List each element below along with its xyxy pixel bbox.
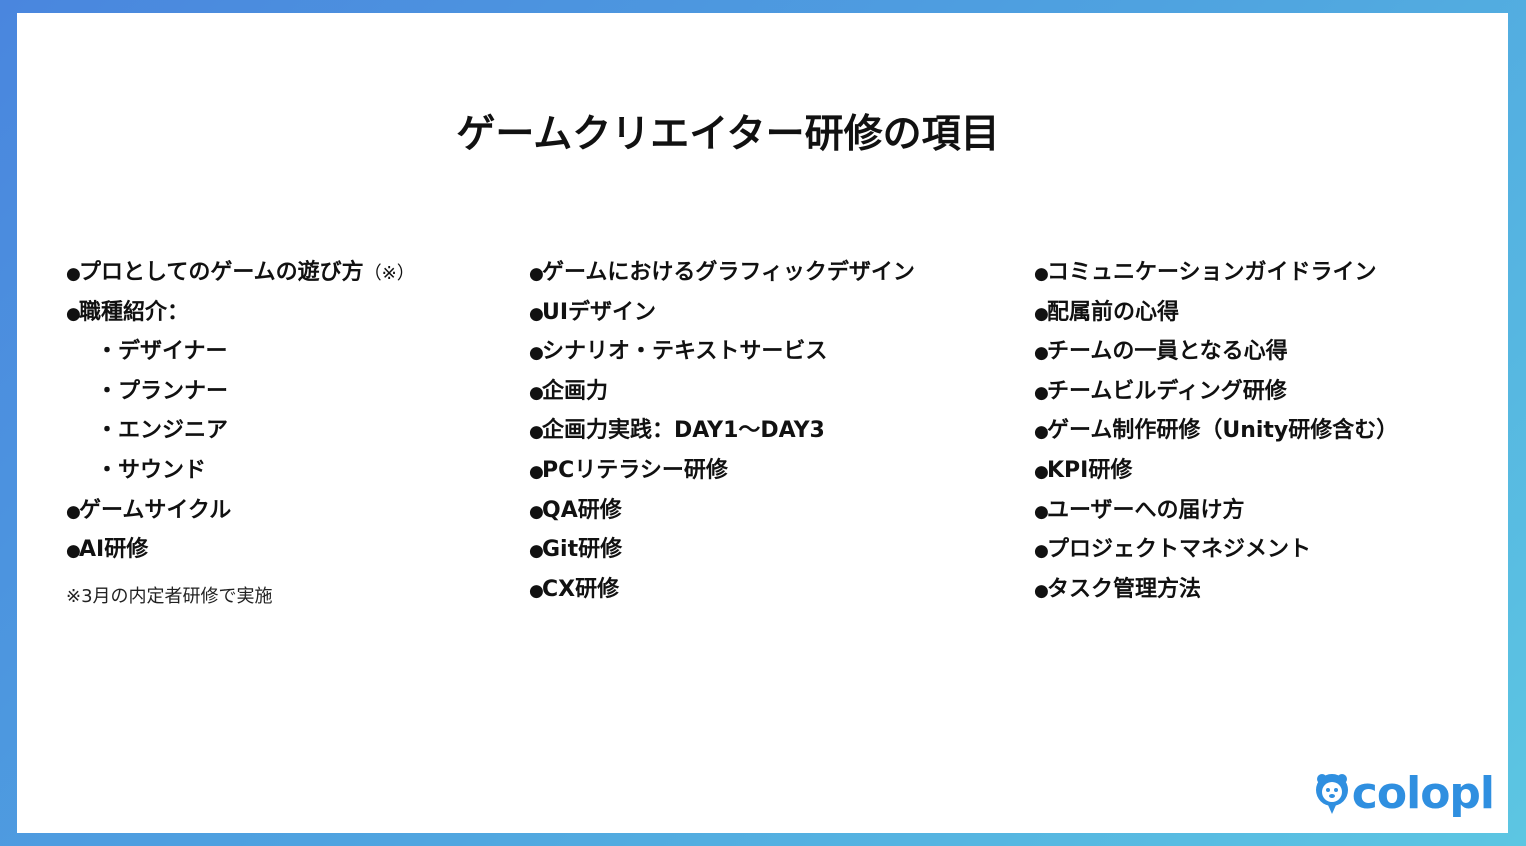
colopl-bear-logo-icon [1315, 774, 1348, 814]
sub-list-item: ・エンジニア [66, 411, 415, 451]
list-item-text: 職種紹介： [79, 299, 190, 325]
list-item-text: 企画力実践：DAY1〜DAY3 [542, 418, 825, 444]
sub-bullet: ・ [96, 378, 119, 404]
list-item: ●ゲーム制作研修（Unity研修含む） [1034, 411, 1398, 451]
note-marker: （※） [363, 263, 415, 284]
list-item: ●プロジェクトマネジメント [1034, 530, 1398, 570]
bullet: ● [1034, 303, 1049, 324]
list-item: ●CX研修 [529, 570, 915, 610]
column-3: ●コミュニケーションガイドライン●配属前の心得●チームの一員となる心得●チームビ… [1034, 253, 1398, 609]
list-item-text: コミュニケーションガイドライン [1047, 260, 1377, 285]
colopl-logo: colopl [1314, 768, 1495, 819]
bullet: ● [1034, 580, 1049, 601]
slide: ゲームクリエイター研修の項目 ●プロとしてのゲームの遊び方（※）●職種紹介：・デ… [17, 13, 1508, 833]
list-item-text: PCリテラシー研修 [542, 457, 728, 483]
bullet: ● [1034, 461, 1049, 482]
list-item: ●PCリテラシー研修 [529, 451, 915, 491]
bullet: ● [529, 422, 544, 443]
bullet: ● [529, 501, 544, 522]
bullet: ● [66, 501, 81, 522]
list-item-text: エンジニア [118, 418, 229, 444]
bullet: ● [1034, 422, 1049, 443]
list-item-text: 企画力 [542, 378, 609, 404]
list-item-text: UIデザイン [542, 299, 657, 325]
bullet: ● [1034, 382, 1049, 403]
slide-title: ゲームクリエイター研修の項目 [456, 112, 1000, 157]
bullet: ● [529, 461, 544, 482]
list-item-text: シナリオ・テキストサービス [542, 339, 828, 365]
sub-list-item: ・サウンド [66, 451, 415, 491]
list-item-text: AI研修 [79, 537, 149, 563]
sub-bullet: ・ [96, 457, 119, 483]
list-item: ●ゲームサイクル [66, 491, 415, 531]
bullet: ● [66, 541, 81, 562]
logo-wordmark: colopl [1351, 768, 1495, 819]
sub-bullet: ・ [96, 339, 119, 365]
list-item: ●配属前の心得 [1034, 293, 1398, 333]
bullet: ● [529, 303, 544, 324]
list-item-text: タスク管理方法 [1047, 576, 1202, 602]
list-item-text: QA研修 [542, 497, 622, 523]
list-item: ●コミュニケーションガイドライン [1034, 253, 1398, 293]
list-item: ●チームの一員となる心得 [1034, 332, 1398, 372]
list-item: ●プロとしてのゲームの遊び方（※） [66, 253, 415, 293]
list-item-text: プロとしてのゲームの遊び方 [79, 260, 364, 285]
bullet: ● [1034, 264, 1049, 284]
bullet: ● [1034, 501, 1049, 522]
sub-list-item: ・プランナー [66, 372, 415, 412]
list-item-text: CX研修 [542, 576, 620, 602]
bullet: ● [529, 541, 544, 562]
bullet: ● [1034, 541, 1049, 562]
list-item: ●企画力実践：DAY1〜DAY3 [529, 411, 915, 451]
list-item: ●Git研修 [529, 530, 915, 570]
column-2: ●ゲームにおけるグラフィックデザイン●UIデザイン●シナリオ・テキストサービス●… [529, 253, 915, 609]
list-item: ●KPI研修 [1034, 451, 1398, 491]
column-1: ●プロとしてのゲームの遊び方（※）●職種紹介：・デザイナー・プランナー・エンジニ… [66, 253, 415, 608]
list-item: ●ゲームにおけるグラフィックデザイン [529, 253, 915, 293]
list-item-text: ゲーム制作研修（Unity研修含む） [1047, 418, 1399, 444]
list-item: ●職種紹介： [66, 293, 415, 333]
bullet: ● [529, 580, 544, 601]
list-item-text: プランナー [118, 378, 229, 404]
list-item-text: サウンド [118, 457, 207, 483]
footnote: ※3月の内定者研修で実施 [66, 585, 273, 607]
list-item-text: チームビルディング研修 [1047, 378, 1287, 404]
bullet: ● [66, 264, 81, 284]
list-item: ●QA研修 [529, 491, 915, 531]
list-item-text: ユーザーへの届け方 [1047, 497, 1245, 523]
list-item: ●UIデザイン [529, 293, 915, 333]
list-item-text: ゲームにおけるグラフィックデザイン [542, 260, 915, 285]
bullet: ● [529, 382, 544, 403]
bullet: ● [529, 343, 544, 364]
list-item: ●チームビルディング研修 [1034, 372, 1398, 412]
sub-list-item: ・デザイナー [66, 332, 415, 372]
list-item-text: ゲームサイクル [79, 497, 232, 523]
list-item: ●企画力 [529, 372, 915, 412]
list-item-text: KPI研修 [1047, 457, 1133, 483]
bullet: ● [66, 303, 81, 324]
list-item-text: プロジェクトマネジメント [1047, 537, 1312, 563]
list-item-text: 配属前の心得 [1047, 299, 1180, 325]
list-item: ●ユーザーへの届け方 [1034, 491, 1398, 531]
list-item-text: Git研修 [542, 537, 623, 563]
list-item: ●タスク管理方法 [1034, 570, 1398, 610]
bullet: ● [1034, 343, 1049, 364]
list-item-text: デザイナー [118, 339, 228, 365]
list-item-text: チームの一員となる心得 [1047, 339, 1288, 365]
list-item: ●シナリオ・テキストサービス [529, 332, 915, 372]
bullet: ● [529, 264, 544, 284]
sub-bullet: ・ [96, 418, 119, 444]
list-item: ●AI研修 [66, 530, 415, 570]
